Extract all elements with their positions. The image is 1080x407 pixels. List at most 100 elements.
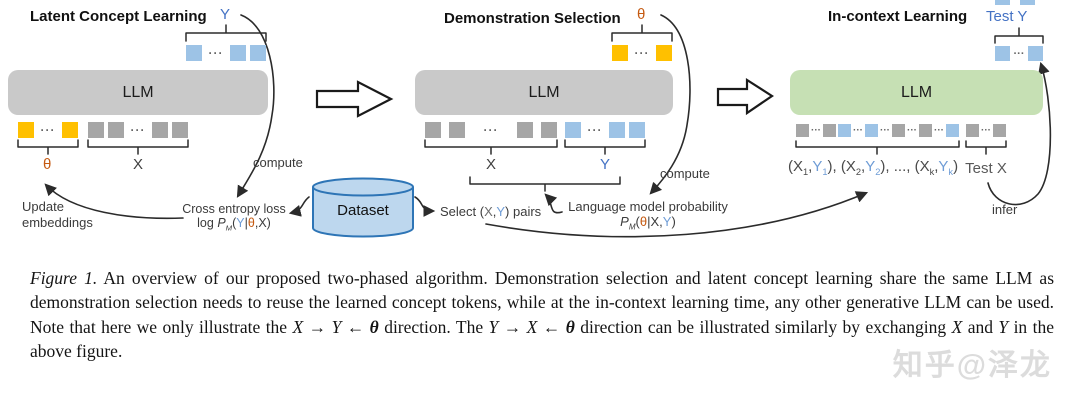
- text-segment: ,: [808, 158, 813, 175]
- arrow-dataset-to-loss: [288, 196, 310, 217]
- text-segment: ←: [537, 316, 566, 337]
- text-segment: Y: [865, 158, 876, 175]
- dataset-label: Dataset: [337, 202, 389, 219]
- text-segment: direction can be illustrated similarly b…: [574, 316, 952, 337]
- text-segment: ): [953, 158, 959, 175]
- cross-entropy-label: Cross entropy loss: [182, 202, 286, 216]
- token-square: [449, 122, 465, 138]
- text-segment: k: [948, 167, 954, 177]
- selection-panel-title: Demonstration Selection: [444, 10, 621, 27]
- token-square: [612, 45, 628, 61]
- text-segment: 2: [875, 167, 881, 177]
- text-segment: Figure 1.: [30, 268, 98, 288]
- text-segment: P: [217, 216, 226, 230]
- demo-token-row: ···············: [796, 124, 959, 137]
- text-segment: k: [929, 167, 935, 177]
- y-token-row: ···: [186, 45, 266, 61]
- cross-entropy-formula: log PM(Y|θ,X): [178, 216, 290, 233]
- token-square: [186, 45, 202, 61]
- text-segment: X: [526, 316, 538, 337]
- brace-mid-xy-combined: [469, 176, 621, 192]
- token-square: [108, 122, 124, 138]
- token-square: [629, 122, 645, 138]
- token-square: [541, 122, 557, 138]
- dots-separator: ···: [853, 124, 863, 136]
- token-square: [88, 122, 104, 138]
- token-square: [995, 46, 1010, 61]
- text-segment: in the above figure.: [30, 316, 1054, 361]
- x-label-mid: X: [486, 156, 497, 173]
- cropped-token: [995, 0, 1010, 5]
- cropped-token: [1020, 0, 1035, 5]
- brace-left-y-tokens: [185, 24, 267, 42]
- llm-box-selection: LLM: [415, 70, 673, 115]
- figure-caption: Figure 1. An overview of our proposed tw…: [30, 266, 1054, 363]
- lm-probability-block: Language model probability PM(θ|X,Y): [562, 199, 734, 232]
- dots-separator: ···: [907, 124, 917, 136]
- text-segment: Y: [331, 316, 342, 337]
- brace-mid-x: [424, 139, 558, 155]
- token-square: [946, 124, 959, 137]
- y-label-mid: Y: [600, 156, 611, 173]
- token-square: [865, 124, 878, 137]
- text-segment: ,X): [254, 216, 271, 230]
- latent-panel-title: Latent Concept Learning: [30, 8, 207, 25]
- dots-separator: ···: [634, 46, 650, 60]
- text-segment: and: [962, 316, 999, 337]
- brace-mid-y: [564, 139, 646, 155]
- dots-separator: ···: [880, 124, 890, 136]
- x-token-row: ···: [88, 122, 188, 138]
- text-segment: |X,: [647, 214, 663, 229]
- token-square: [1028, 46, 1043, 61]
- token-square: [152, 122, 168, 138]
- text-segment: (: [232, 216, 237, 230]
- text-segment: →: [498, 316, 527, 337]
- token-square: [18, 122, 34, 138]
- text-segment: Y: [496, 204, 506, 219]
- token-square: [425, 122, 441, 138]
- text-segment: direction. The: [378, 316, 489, 337]
- x-label: X: [133, 156, 144, 173]
- llm-label: LLM: [122, 83, 154, 101]
- text-segment: θ: [369, 316, 379, 337]
- llm-box-latent: LLM: [8, 70, 268, 115]
- brace-mid-theta-tokens: [611, 24, 673, 42]
- dots-separator: ···: [483, 123, 499, 137]
- brace-right-testx: [965, 140, 1007, 155]
- y-token-row-mid: ···: [565, 122, 645, 138]
- watermark: 知乎@泽龙: [892, 349, 1052, 382]
- text-segment: θ: [565, 316, 575, 337]
- text-segment: P: [620, 214, 629, 229]
- text-segment: Select (: [440, 204, 485, 219]
- dots-separator: ···: [130, 123, 146, 137]
- text-segment: M: [628, 222, 636, 232]
- theta-token-row: ···: [18, 122, 78, 138]
- token-square: [172, 122, 188, 138]
- test-x-label: Test X: [965, 160, 1007, 177]
- infer-label: infer: [992, 202, 1018, 217]
- block-arrow-mid-to-right: [716, 77, 774, 116]
- y-label-top: Y: [220, 6, 231, 23]
- text-segment: Y: [488, 316, 499, 337]
- brace-left-theta: [17, 139, 79, 155]
- test-y-token-row: ···: [995, 46, 1043, 61]
- text-segment: ,: [934, 158, 939, 175]
- demo-pairs-label: (X1,Y1), (X2,Y2), ..., (Xk,Yk): [788, 158, 959, 177]
- llm-label: LLM: [528, 83, 560, 101]
- llm-box-incontext: LLM: [790, 70, 1043, 115]
- text-segment: M: [225, 223, 233, 233]
- token-square: [565, 122, 581, 138]
- brace-right-testy-tokens: [994, 27, 1044, 44]
- theta-token-row-mid: ···: [612, 45, 672, 61]
- dots-separator: ···: [811, 124, 821, 136]
- text-segment: θ: [247, 216, 255, 230]
- token-square: [823, 124, 836, 137]
- test-x-token-row: ···: [966, 124, 1006, 137]
- text-segment: X: [951, 316, 963, 337]
- token-square: [230, 45, 246, 61]
- text-segment: ), (X: [827, 158, 856, 175]
- text-segment: →: [303, 316, 332, 337]
- lm-probability-formula: PM(θ|X,Y): [562, 214, 734, 232]
- token-square: [517, 122, 533, 138]
